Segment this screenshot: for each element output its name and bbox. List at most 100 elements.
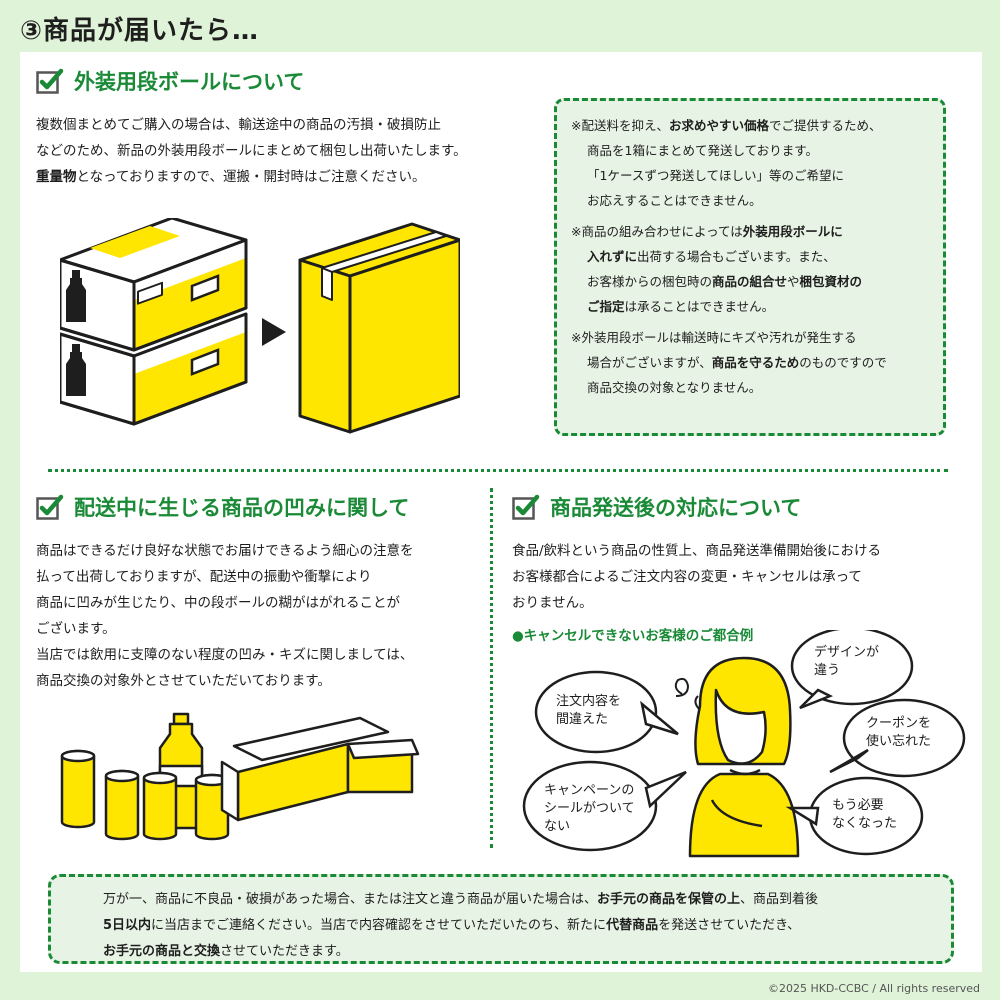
page-title: ③商品が届いたら… <box>20 16 260 46</box>
text-segment: 万が一、商品に不良品・破損があった場合、または注文と違う商品が届いた場合は、 <box>103 892 598 907</box>
text-line: ※商品の組み合わせによっては外装用段ボールに <box>571 219 935 244</box>
text-line: 食品/飲料という商品の性質上、商品発送準備開始後における <box>512 538 962 564</box>
text-line: 5日以内に当店までご連絡ください。当店で内容確認をさせていただいたのち、新たに代… <box>103 913 941 939</box>
bold-text: お求めやすい価格 <box>668 118 769 133</box>
bubble-shape <box>522 760 658 852</box>
bubble-different-design: デザインが 違う <box>814 645 880 678</box>
text-line: 商品に凹みが生じたり、中の段ボールの糊がはがれることが <box>36 590 486 616</box>
text-segment: ※外装用段ボールは輸送時にキズや汚れが発生する <box>571 330 857 345</box>
text-segment: 払って出荷しておりますが、配送中の振動や衝撃により <box>36 569 372 585</box>
text-segment: ※商品の組み合わせによっては <box>571 224 743 239</box>
dented-products-illustration <box>60 712 420 841</box>
bold-text: 入れずに <box>587 249 638 264</box>
text-line: 場合がございますが、商品を守るためのものですので <box>587 350 935 375</box>
bold-text: 外装用段ボールに <box>742 224 843 239</box>
note-box: ※配送料を抑え、お求めやすい価格でご提供するため、商品を1箱にまとめて発送してお… <box>554 98 946 436</box>
bubble-shape <box>842 698 966 778</box>
note-item: ※配送料を抑え、お求めやすい価格でご提供するため、商品を1箱にまとめて発送してお… <box>571 113 935 213</box>
text-segment: 商品はできるだけ良好な状態でお届けできるよう細心の注意を <box>36 543 414 559</box>
bubble-no-longer-needed: もう必要 なくなった <box>832 798 898 831</box>
bold-text: ご指定 <box>587 299 625 314</box>
text-line: などのため、新品の外装用段ボールにまとめて梱包し出荷いたします。 <box>36 138 546 164</box>
worry-swirl-icon <box>674 677 701 711</box>
text-segment: 食品/飲料という商品の性質上、商品発送準備開始後における <box>512 543 882 559</box>
section-heading-text: 外装用段ボールについて <box>74 70 305 94</box>
text-line: ございます。 <box>36 616 486 642</box>
text-segment: でご提供するため、 <box>769 118 882 133</box>
text-segment: 複数個まとめてご購入の場合は、輸送途中の商品の汚損・破損防止 <box>36 117 441 133</box>
checkbox-icon <box>512 494 540 520</box>
checkbox-icon <box>36 494 64 520</box>
bold-text: 梱包資材の <box>799 274 863 289</box>
text-line: ※外装用段ボールは輸送時にキズや汚れが発生する <box>571 325 935 350</box>
text-line: 複数個まとめてご購入の場合は、輸送途中の商品の汚損・破損防止 <box>36 112 546 138</box>
bold-text: 商品を守るため <box>711 355 800 370</box>
text-line: おりません。 <box>512 590 962 616</box>
section-heading-dent: 配送中に生じる商品の凹みに関して <box>36 492 409 522</box>
text-segment: となっておりますので、運搬・開封時はご注意ください。 <box>76 169 426 185</box>
text-line: 入れずに出荷する場合もございます。また、 <box>587 244 935 269</box>
section-heading-after-shipping: 商品発送後の対応について <box>512 492 801 522</box>
text-segment: 商品を1箱にまとめて発送しております。 <box>587 143 818 158</box>
speech-bubbles <box>522 630 966 856</box>
section-heading-text: 配送中に生じる商品の凹みに関して <box>74 496 410 520</box>
worried-woman-illustration <box>674 656 800 858</box>
text-segment: に当店までご連絡ください。当店で内容確認をさせていただいたのち、新たに <box>151 918 607 933</box>
text-line: 「1ケースずつ発送してほしい」等のご希望に <box>587 163 935 188</box>
text-segment: 場合がございますが、 <box>587 355 712 370</box>
text-segment: 商品に凹みが生じたり、中の段ボールの糊がはがれることが <box>36 595 400 611</box>
section-heading-text: 商品発送後の対応について <box>550 496 802 520</box>
text-segment: おりません。 <box>512 595 593 611</box>
bubble-shape <box>534 670 658 754</box>
text-segment: を発送させていただき、 <box>658 918 801 933</box>
text-segment: ございます。 <box>36 621 116 637</box>
text-line: お手元の商品と交換させていただきます。 <box>103 939 941 965</box>
bubble-forgot-coupon: クーポンを 使い忘れた <box>866 716 932 749</box>
text-segment: させていただきます。 <box>220 944 349 959</box>
text-segment: 商品交換の対象外とさせていただいております。 <box>36 673 331 689</box>
bubble-wrong-order: 注文内容を 間違えた <box>556 694 622 727</box>
bottom-note-box: 万が一、商品に不良品・破損があった場合、または注文と違う商品が届いた場合は、お手… <box>48 874 954 964</box>
text-segment: のものですので <box>799 355 887 370</box>
text-line: ※配送料を抑え、お求めやすい価格でご提供するため、 <box>571 113 935 138</box>
text-segment: 、商品到着後 <box>740 892 819 907</box>
dotted-divider-horizontal <box>48 469 948 472</box>
text-line: 商品交換の対象となりません。 <box>587 375 935 400</box>
text-line: 重量物となっておりますので、運搬・開封時はご注意ください。 <box>36 164 546 190</box>
section-body: 食品/飲料という商品の性質上、商品発送準備開始後におけるお客様都合によるご注文内… <box>512 538 962 616</box>
section-body: 商品はできるだけ良好な状態でお届けできるよう細心の注意を払って出荷しておりますが… <box>36 538 486 694</box>
bubble-shape <box>790 630 914 706</box>
text-segment: ※配送料を抑え、 <box>571 118 669 133</box>
text-line: 商品交換の対象外とさせていただいております。 <box>36 668 486 694</box>
text-line: 商品を1箱にまとめて発送しております。 <box>587 138 935 163</box>
text-line: 万が一、商品に不良品・破損があった場合、または注文と違う商品が届いた場合は、お手… <box>103 887 941 913</box>
bold-text: お手元の商品を保管の上 <box>597 892 741 907</box>
bottle-cap <box>172 712 190 726</box>
text-segment: 「1ケースずつ発送してほしい」等のご希望に <box>587 168 844 183</box>
bubble-no-campaign-sticker: キャンペーンの シールがついて ない <box>544 783 635 834</box>
section-body: 複数個まとめてご購入の場合は、輸送途中の商品の汚損・破損防止などのため、新品の外… <box>36 112 546 190</box>
text-line: 当店では飲用に支障のない程度の凹み・キズに関しましては、 <box>36 642 486 668</box>
bold-text: 5日以内 <box>103 918 152 933</box>
note-item: ※外装用段ボールは輸送時にキズや汚れが発生する場合がございますが、商品を守るため… <box>571 325 935 400</box>
note-item: ※商品の組み合わせによっては外装用段ボールに入れずに出荷する場合もございます。ま… <box>571 219 935 319</box>
text-segment: などのため、新品の外装用段ボールにまとめて梱包し出荷いたします。 <box>36 143 467 159</box>
bold-text: 代替商品 <box>606 918 659 933</box>
bold-text: 重量物 <box>36 169 77 185</box>
text-segment: お客様からの梱包時の <box>587 274 713 289</box>
open-box-flap <box>232 716 390 762</box>
can <box>60 749 96 829</box>
arrow-right-icon <box>262 318 286 346</box>
bottle-silhouette-icon <box>66 270 86 396</box>
section-heading-outer-box: 外装用段ボールについて <box>36 66 304 96</box>
text-segment: や <box>787 274 800 289</box>
text-line: 払って出荷しておりますが、配送中の振動や衝撃により <box>36 564 486 590</box>
example-heading: ●キャンセルできないお客様のご都合例 <box>512 628 754 644</box>
text-line: ご指定は承ることはできません。 <box>587 294 935 319</box>
text-segment: お応えすることはできません。 <box>587 193 762 208</box>
text-line: お客様からの梱包時の商品の組合せや梱包資材の <box>587 269 935 294</box>
text-segment: 当店では飲用に支障のない程度の凹み・キズに関しましては、 <box>36 647 414 663</box>
bold-text: 商品の組合せ <box>712 274 788 289</box>
text-line: 商品はできるだけ良好な状態でお届けできるよう細心の注意を <box>36 538 486 564</box>
text-segment: は承ることはできません。 <box>624 299 775 314</box>
